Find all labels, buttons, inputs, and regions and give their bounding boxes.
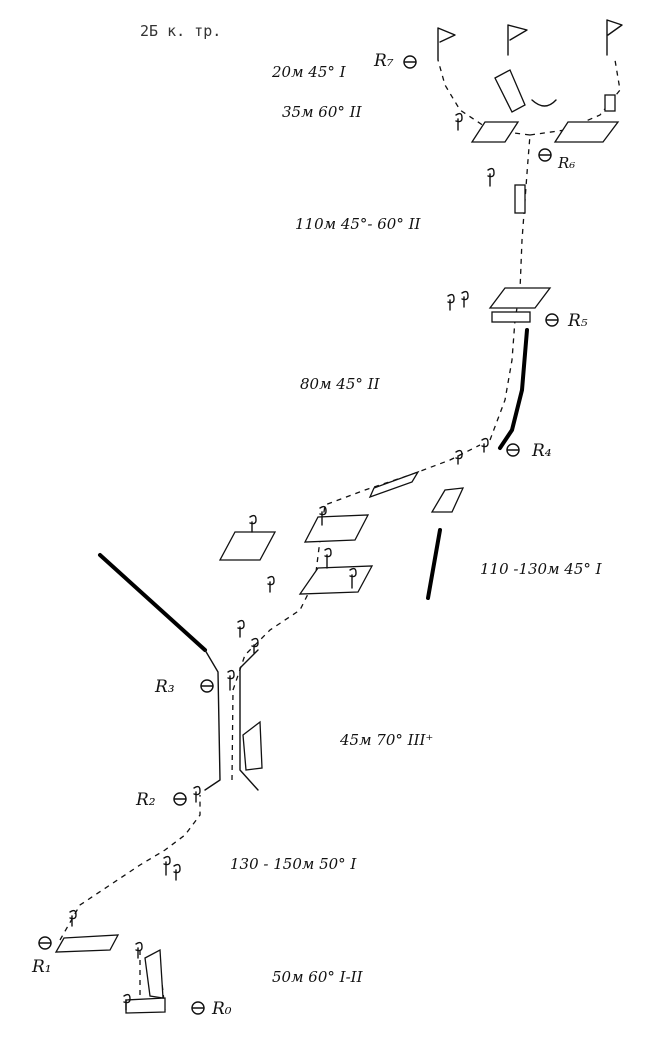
pitch-label-3: 110 -130м 45° I xyxy=(480,560,603,578)
snow-slab-1 xyxy=(218,531,277,561)
snow-slab-5 xyxy=(488,287,552,309)
belay-r2: R₂ xyxy=(135,790,187,810)
snow-slab-6a xyxy=(470,121,520,143)
snow-slab-2 xyxy=(303,514,370,543)
belay-r4: R₄ xyxy=(506,441,552,461)
route-line-lower xyxy=(59,795,201,1011)
pitch-label-5: 110м 45°- 60° II xyxy=(295,215,422,233)
summit-flag-2 xyxy=(507,24,528,56)
ledge-upper xyxy=(368,470,420,499)
belay-r6: R₆ xyxy=(538,148,575,172)
route-line-summit xyxy=(437,59,621,136)
route-title: 2Б к. тр. xyxy=(140,22,221,40)
belay-label-r7: R₇ xyxy=(373,51,394,71)
belay-label-r4: R₄ xyxy=(531,441,552,461)
summit-flag-1 xyxy=(437,27,456,61)
corner-r0 xyxy=(144,948,164,999)
cornice-mark xyxy=(531,99,557,107)
belay-label-r1: R₁ xyxy=(31,957,52,977)
rock-wall-upper xyxy=(498,328,529,450)
couloir-left-wall xyxy=(204,649,221,791)
summit-block xyxy=(604,94,616,112)
ridge-line-left xyxy=(98,553,207,652)
pitch-label-6: 35м 60° II xyxy=(282,103,363,121)
step-box xyxy=(514,184,526,214)
summit-corner xyxy=(494,69,526,113)
pitch-label-1: 130 - 150м 50° I xyxy=(230,855,357,873)
snow-slab-3 xyxy=(298,565,374,595)
belay-label-r0: R₀ xyxy=(211,999,232,1019)
belay-r3: R₃ xyxy=(154,677,214,697)
pitch-label-0: 50м 60° I-II xyxy=(272,968,364,986)
ledge-r5 xyxy=(491,311,531,323)
belay-label-r2: R₂ xyxy=(135,790,156,810)
piton-group xyxy=(69,112,495,1011)
pitch-label-7: 20м 45° I xyxy=(271,63,347,81)
belay-label-r5: R₅ xyxy=(567,311,588,331)
belay-label-r3: R₃ xyxy=(154,677,175,697)
pitch-label-4: 80м 45° II xyxy=(300,375,381,393)
belay-r1: R₁ xyxy=(31,936,52,977)
belay-label-r6: R₆ xyxy=(557,154,575,172)
couloir-right-wall xyxy=(239,649,259,791)
snow-slab-r1 xyxy=(54,934,120,953)
ledge-r0 xyxy=(125,997,166,1014)
summit-flag-3 xyxy=(606,19,623,56)
rock-crack xyxy=(426,528,442,600)
belay-r0: R₀ xyxy=(191,999,232,1019)
inner-corner xyxy=(242,720,263,771)
snow-slab-4 xyxy=(430,487,465,513)
snow-slab-6b xyxy=(553,121,620,143)
belay-r5: R₅ xyxy=(545,311,588,331)
pitch-label-2: 45м 70° III⁺ xyxy=(339,731,433,749)
belay-r7: R₇ xyxy=(373,51,417,71)
